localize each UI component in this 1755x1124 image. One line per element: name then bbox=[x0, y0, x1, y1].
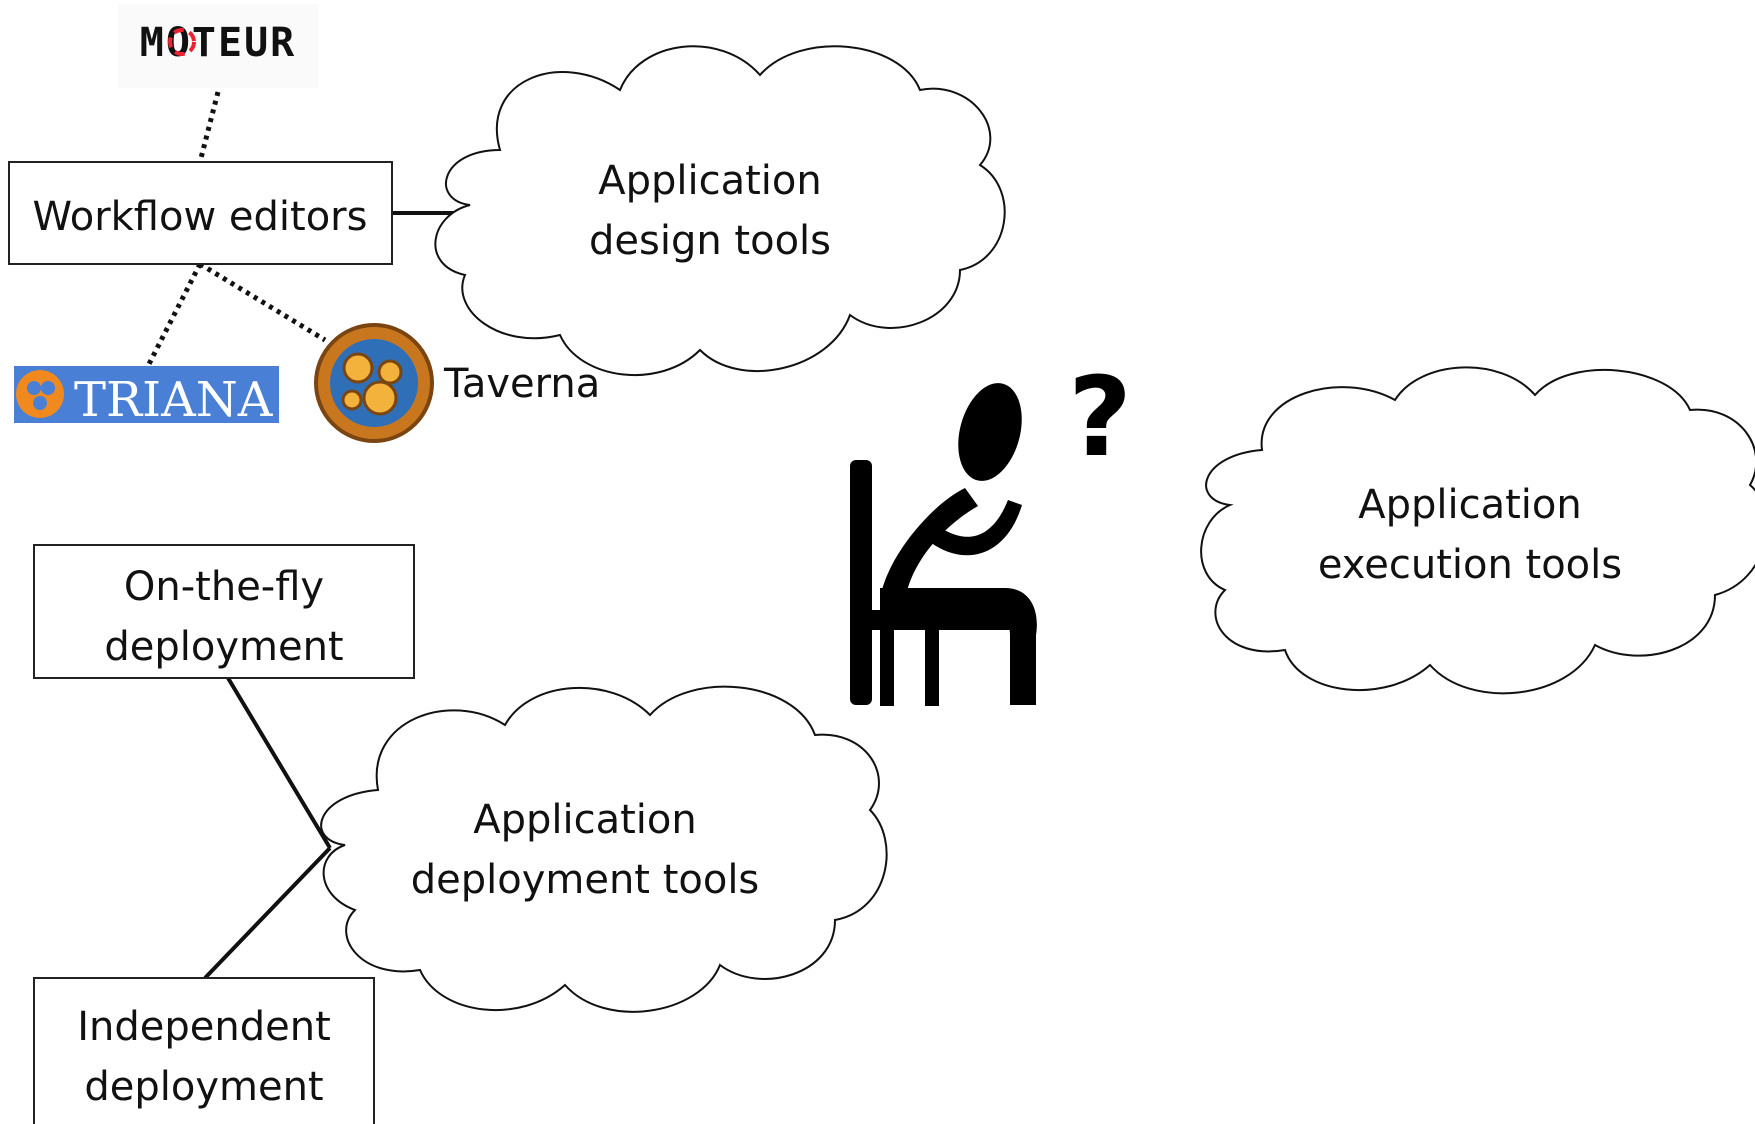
taverna-logo: Taverna bbox=[314, 323, 600, 443]
design-cloud-line1: Application bbox=[598, 158, 822, 204]
on-the-fly-line2: deployment bbox=[104, 624, 343, 670]
design-cloud-line2: design tools bbox=[589, 218, 831, 264]
triana-logo: TRIANA bbox=[14, 366, 279, 428]
question-mark: ? bbox=[1068, 353, 1132, 481]
triana-logo-text: TRIANA bbox=[74, 372, 274, 428]
connectors bbox=[145, 91, 456, 980]
deployment-cloud-line1: Application bbox=[473, 797, 697, 843]
deployment-cloud-line2: deployment tools bbox=[411, 857, 760, 903]
taverna-label: Taverna bbox=[443, 361, 600, 407]
box-on-the-fly-deployment: On-the-fly deployment bbox=[33, 544, 415, 679]
box-independent-deployment: Independent deployment bbox=[33, 977, 375, 1124]
link-onthefly-deployment bbox=[226, 676, 332, 850]
cloud-design-tools: Application design tools bbox=[434, 45, 1006, 377]
independent-line2: deployment bbox=[84, 1064, 323, 1110]
link-independent-deployment bbox=[203, 846, 332, 980]
on-the-fly-line1: On-the-fly bbox=[124, 564, 324, 610]
thinking-person-icon: ? bbox=[850, 353, 1132, 706]
execution-cloud-line2: execution tools bbox=[1318, 542, 1622, 588]
moteur-logo-text: MOTEUR bbox=[140, 20, 297, 66]
execution-cloud-line1: Application bbox=[1358, 482, 1582, 528]
workflow-editors-label: Workflow editors bbox=[33, 194, 368, 240]
dotted-link-triana bbox=[145, 262, 203, 368]
cloud-execution-tools: Application execution tools bbox=[1200, 366, 1755, 695]
moteur-swirl-icon bbox=[168, 28, 196, 56]
dotted-link-taverna bbox=[198, 261, 327, 343]
box-workflow-editors: Workflow editors bbox=[8, 161, 393, 265]
cloud-deployment-tools: Application deployment tools bbox=[320, 685, 888, 1013]
independent-line1: Independent bbox=[77, 1004, 331, 1050]
triana-circles-icon bbox=[16, 370, 64, 418]
dotted-link-moteur bbox=[197, 91, 221, 163]
moteur-logo: MOTEUR bbox=[118, 4, 318, 88]
